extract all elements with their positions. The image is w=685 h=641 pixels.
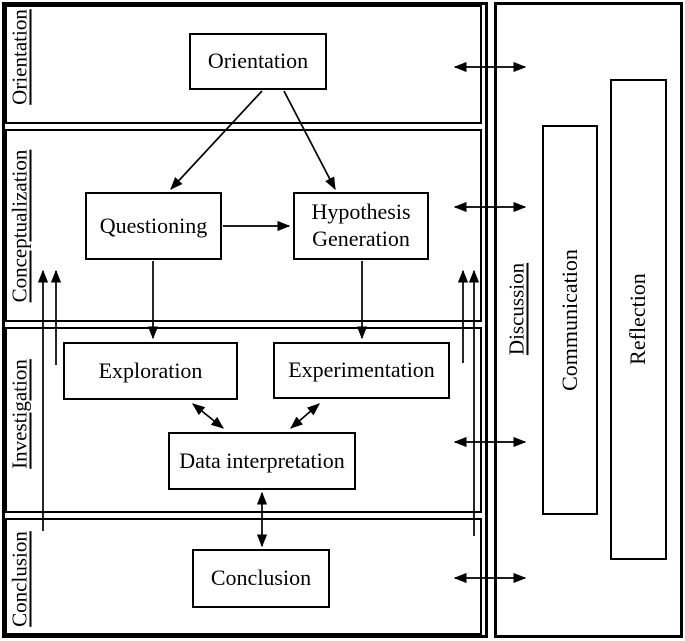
exploration-box-label: Exploration xyxy=(98,357,203,383)
experimentation-box: Experimentation xyxy=(273,342,450,399)
reflection-box xyxy=(610,79,667,560)
data-interpretation-box: Data interpretation xyxy=(168,432,356,490)
communication-box-label: Communication xyxy=(557,249,582,391)
label-conceptualization-phase: Conceptualization xyxy=(7,149,32,303)
communication-box xyxy=(542,125,598,515)
label-orientation-phase: Orientation xyxy=(7,9,32,105)
label-investigation-phase: Investigation xyxy=(7,359,32,469)
data-interpretation-box-label: Data interpretation xyxy=(179,447,345,473)
label-conclusion-phase: Conclusion xyxy=(7,531,32,627)
hypothesis-generation-box: Hypothesis Generation xyxy=(293,192,429,260)
conclusion-box-label: Conclusion xyxy=(210,565,312,591)
hypothesis-generation-box-label: Hypothesis Generation xyxy=(311,199,411,251)
orientation-box: Orientation xyxy=(189,33,327,90)
questioning-box-label: Questioning xyxy=(99,212,208,238)
conclusion-box: Conclusion xyxy=(192,549,330,608)
orientation-box-label: Orientation xyxy=(207,48,309,74)
exploration-box: Exploration xyxy=(63,342,238,400)
label-discussion-phase: Discussion xyxy=(504,262,529,356)
experimentation-box-label: Experimentation xyxy=(288,357,435,383)
questioning-box: Questioning xyxy=(85,192,222,260)
reflection-box-label: Reflection xyxy=(625,273,650,365)
